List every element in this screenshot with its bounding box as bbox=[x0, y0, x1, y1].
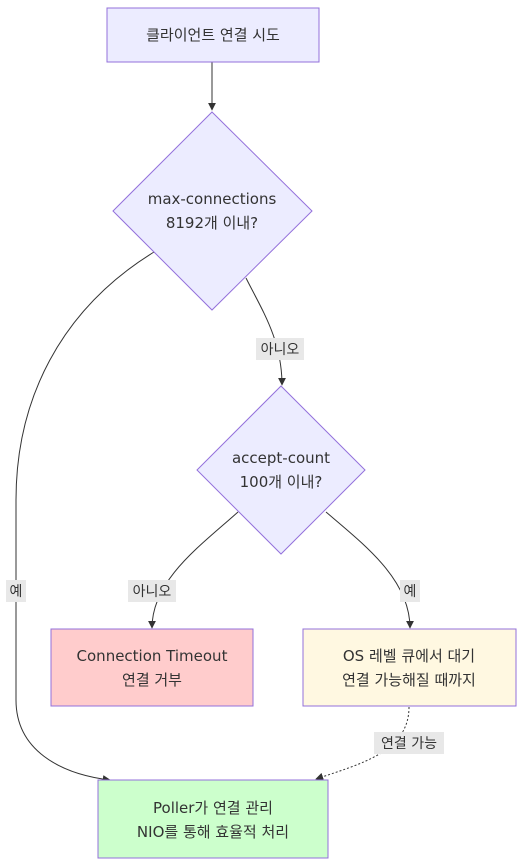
svg-text:accept-count: accept-count bbox=[232, 449, 330, 467]
edge-max-no-to-accept bbox=[245, 277, 286, 386]
edge-queue-to-poller bbox=[315, 706, 410, 781]
node-os-queue-wait: OS 레벨 큐에서 대기 연결 가능해질 때까지 bbox=[302, 628, 517, 707]
edge-accept-yes-to-queue bbox=[325, 511, 414, 629]
svg-text:연결 거부: 연결 거부 bbox=[122, 671, 182, 689]
svg-text:NIO를 통해 효율적 처리: NIO를 통해 효율적 처리 bbox=[137, 823, 289, 841]
edges bbox=[15, 62, 414, 784]
edge-label-accept-yes: 예 bbox=[400, 580, 420, 602]
decision-max-connections: max-connections 8192개 이내? bbox=[112, 111, 313, 311]
svg-text:아니오: 아니오 bbox=[133, 584, 172, 600]
svg-text:클라이언트 연결 시도: 클라이언트 연결 시도 bbox=[146, 26, 280, 44]
svg-text:연결 가능해질 때까지: 연결 가능해질 때까지 bbox=[342, 671, 476, 689]
svg-text:OS 레벨 큐에서 대기: OS 레벨 큐에서 대기 bbox=[343, 647, 475, 665]
decision-accept-count: accept-count 100개 이내? bbox=[196, 385, 366, 555]
edge-max-yes-to-poller bbox=[15, 251, 155, 784]
node-client-connect: 클라이언트 연결 시도 bbox=[106, 7, 320, 63]
edge-label-accept-no: 아니오 bbox=[128, 580, 176, 602]
svg-text:아니오: 아니오 bbox=[261, 342, 300, 358]
svg-text:Connection Timeout: Connection Timeout bbox=[77, 647, 228, 665]
svg-text:연결 가능: 연결 가능 bbox=[381, 736, 437, 752]
edge-label-max-yes: 예 bbox=[6, 580, 26, 602]
node-connection-timeout: Connection Timeout 연결 거부 bbox=[50, 628, 254, 707]
svg-text:예: 예 bbox=[404, 584, 417, 600]
node-poller-management: Poller가 연결 관리 NIO를 통해 효율적 처리 bbox=[97, 779, 329, 859]
svg-text:100개 이내?: 100개 이내? bbox=[240, 473, 323, 491]
edge-accept-no-to-timeout bbox=[148, 511, 239, 629]
edge-label-max-no: 아니오 bbox=[256, 338, 304, 360]
svg-text:8192개 이내?: 8192개 이내? bbox=[166, 214, 258, 232]
edge-label-queue-available: 연결 가능 bbox=[374, 732, 444, 754]
svg-text:Poller가 연결 관리: Poller가 연결 관리 bbox=[153, 799, 273, 817]
svg-text:max-connections: max-connections bbox=[148, 190, 277, 208]
svg-text:예: 예 bbox=[10, 584, 23, 600]
